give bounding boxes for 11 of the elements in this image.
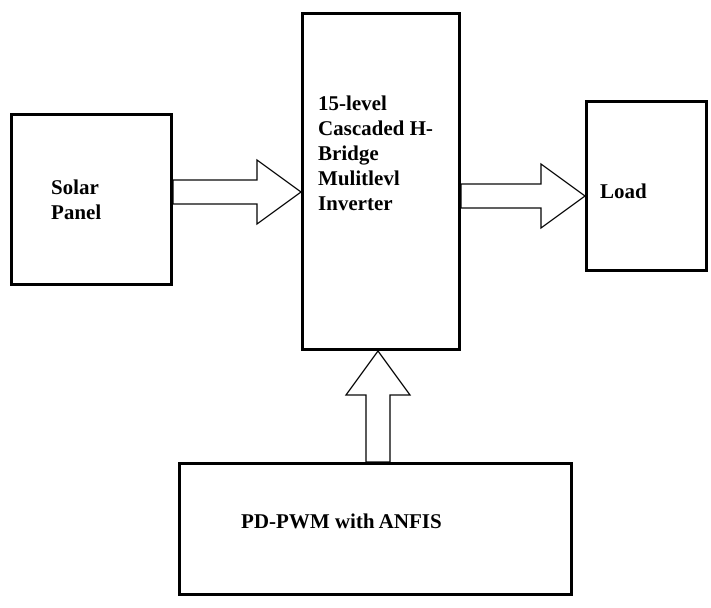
hollow-block-arrow: [172, 158, 302, 226]
hollow-block-arrow: [344, 350, 412, 463]
process-box: [301, 12, 461, 351]
process-box: [178, 462, 573, 596]
process-box: [585, 100, 708, 272]
hollow-block-arrow: [460, 162, 586, 230]
box-label: PD-PWM with ANFIS: [241, 509, 442, 534]
process-box: [10, 113, 173, 286]
box-label: Load: [600, 179, 647, 204]
box-label: 15-level Cascaded H-Bridge Mulitlevl Inverter: [318, 91, 434, 216]
box-label: Solar Panel: [51, 174, 102, 224]
